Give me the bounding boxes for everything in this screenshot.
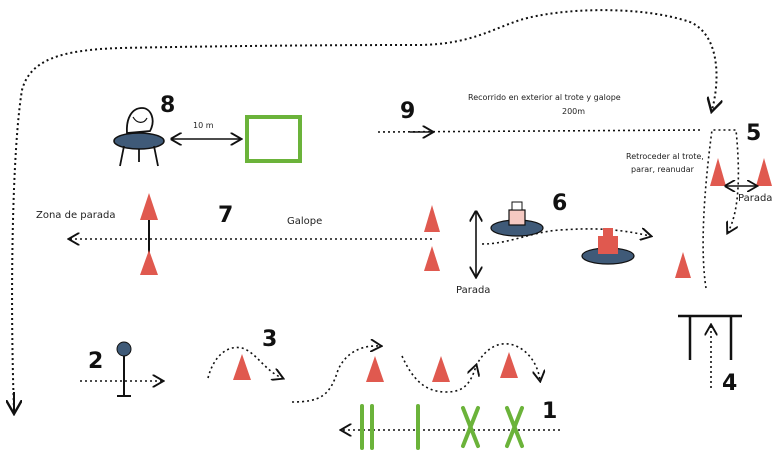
station-1-ground-poles xyxy=(360,404,524,450)
station-9-label-line1: Recorrido en exterior al trote y galope xyxy=(468,93,621,102)
station-7-cone-top-right xyxy=(424,205,440,232)
station-5-path xyxy=(702,129,740,289)
station-5-label-line2: parar, reanudar xyxy=(631,165,695,174)
station-1-number: 1 xyxy=(542,399,557,424)
station-6-parada-label: Parada xyxy=(456,285,490,296)
station-7-cone-top-left xyxy=(140,193,158,220)
station-5-cone-left xyxy=(710,158,726,186)
station-6-cone-right xyxy=(675,252,691,278)
station-2-number: 2 xyxy=(88,349,103,374)
station-9-label-line2: 200m xyxy=(562,107,585,116)
station-6-path xyxy=(481,229,650,245)
station-2-pole xyxy=(116,341,132,397)
station-7-galope-label: Galope xyxy=(287,216,322,227)
station-7-zona-parada-label: Zona de parada xyxy=(36,210,115,221)
station-8-number: 8 xyxy=(160,93,175,118)
station-5-cone-right xyxy=(756,158,772,186)
outer-route-path xyxy=(11,9,716,411)
station-3-cone-2 xyxy=(366,356,384,382)
station-8-table-saddle xyxy=(113,107,165,167)
station-8-green-square xyxy=(245,115,302,163)
station-3-cone-4 xyxy=(500,352,518,378)
station-6-block-upper xyxy=(490,201,544,237)
station-3-path-c xyxy=(401,355,476,393)
station-9-number: 9 xyxy=(400,99,415,124)
station-4-number: 4 xyxy=(722,371,737,396)
station-3-number: 3 xyxy=(262,327,277,352)
station-3-path-b xyxy=(291,346,380,403)
station-7-cone-bottom-right xyxy=(424,246,440,271)
station-3-path xyxy=(207,346,282,378)
station-6-block-lower xyxy=(581,228,635,265)
station-4-gate xyxy=(678,314,742,360)
station-5-label-line1: Retroceder al trote, xyxy=(626,152,704,161)
station-3-cone-3 xyxy=(432,356,450,382)
station-6-number: 6 xyxy=(552,191,567,216)
station-8-distance-label: 10 m xyxy=(193,121,214,130)
station-5-number: 5 xyxy=(746,121,761,146)
station-3-path-d xyxy=(475,342,540,380)
station-5-parada-label: Parada xyxy=(738,193,772,204)
station-9-path xyxy=(377,129,701,133)
station-7-cone-bottom-left xyxy=(140,250,158,275)
station-7-number: 7 xyxy=(218,203,233,228)
station-3-cone-1 xyxy=(233,354,251,380)
